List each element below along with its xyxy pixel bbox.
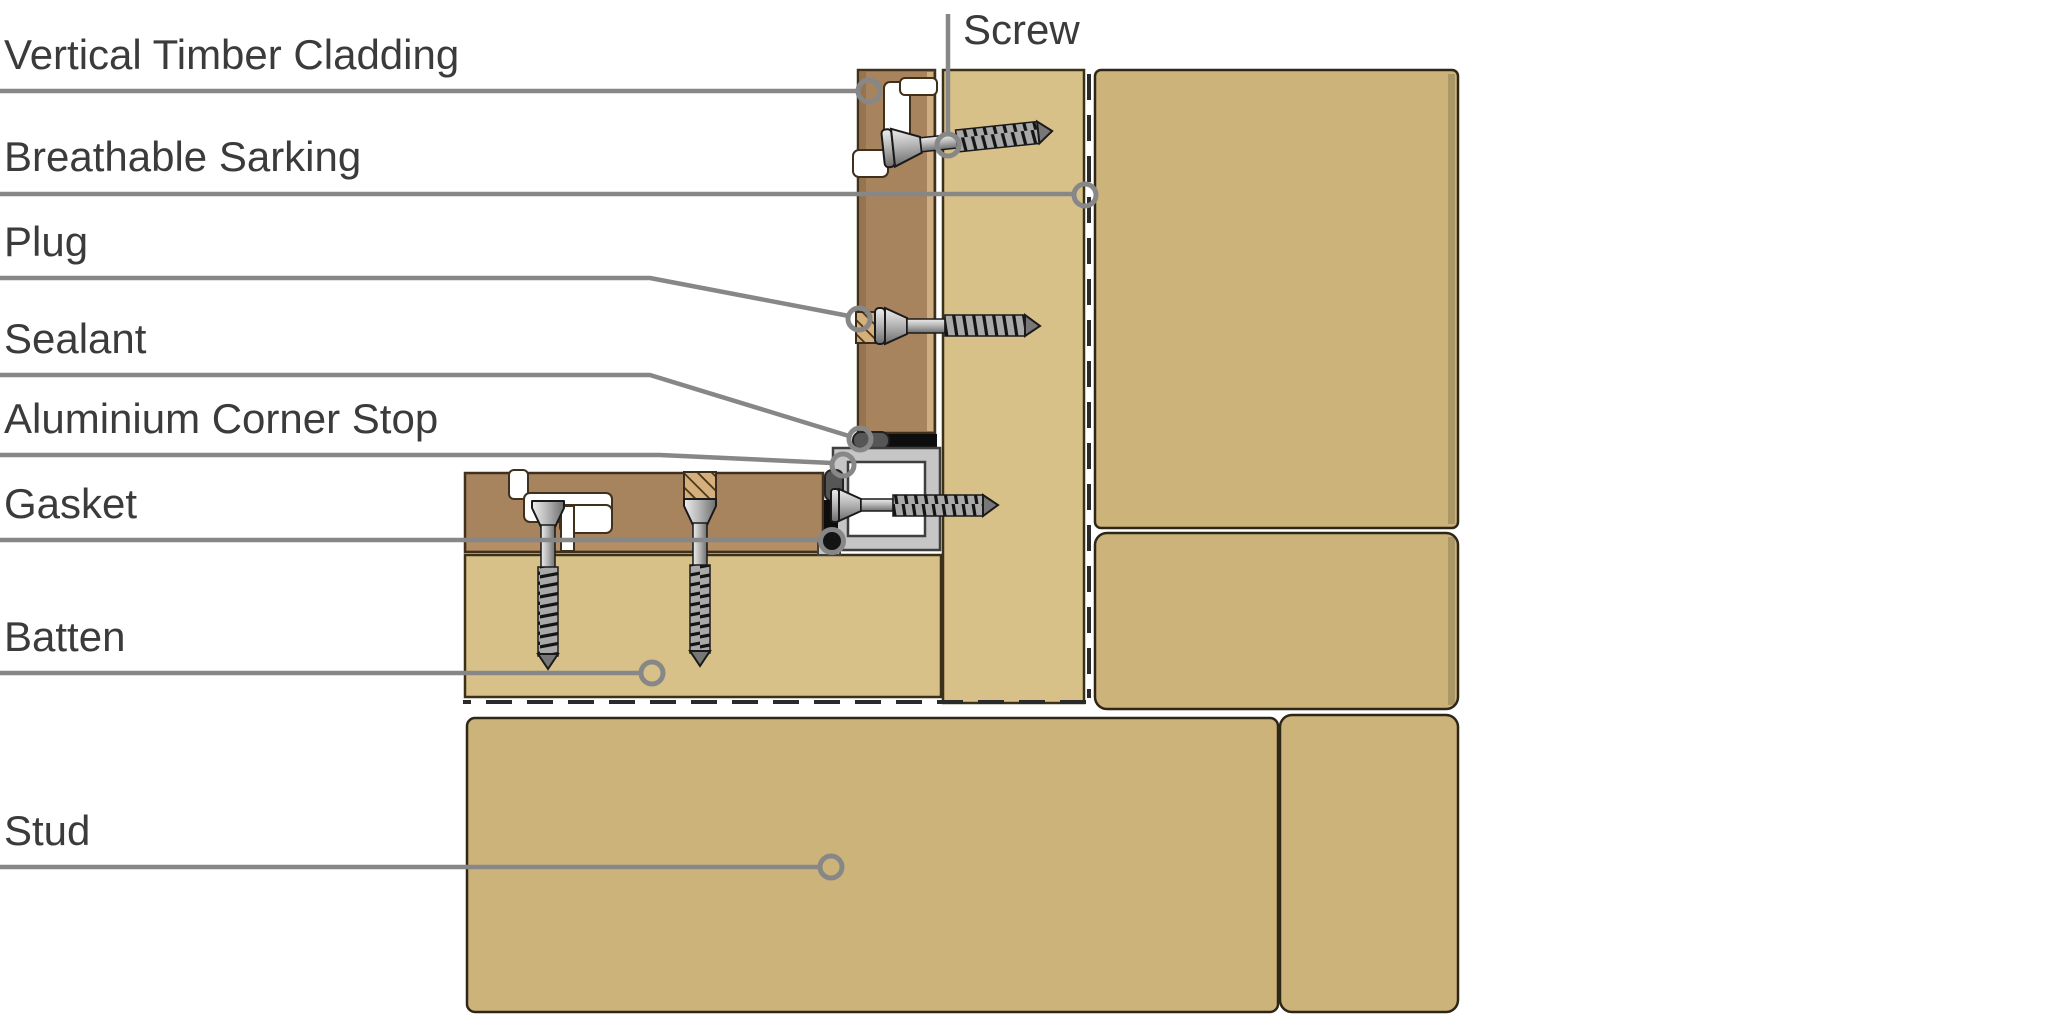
leader-dot-breathable-sarking: [1071, 181, 1099, 209]
cladding-joint-gap: [899, 77, 938, 96]
gasket-bead: [822, 531, 842, 551]
screw-batten-1: [531, 500, 565, 671]
block-shadow-edge: [1448, 74, 1455, 524]
leader-dot-vertical-timber-cladding: [855, 77, 883, 105]
leader-dot-gasket: [818, 527, 846, 555]
leader-dot-screw: [934, 131, 962, 159]
screw-batten-2: [683, 498, 717, 668]
framing-block-middle: [1093, 531, 1460, 711]
framing-block-top: [1093, 68, 1460, 530]
timber-plug-2: [683, 471, 717, 501]
plug-and-screw-batten-2: [683, 471, 717, 668]
label-sealant: Sealant: [4, 315, 147, 362]
labels: Vertical Timber Cladding Breathable Sark…: [4, 6, 1080, 854]
label-stud: Stud: [4, 807, 90, 854]
vertical-batten: [941, 68, 1086, 705]
board-joint-gap: [560, 505, 575, 552]
screw-corner-stop: [830, 487, 1000, 523]
block-shadow-edge: [1448, 537, 1455, 705]
leader-lines: [0, 14, 1099, 881]
leader-aluminium-corner-stop: [0, 452, 833, 466]
breathable-sarking-membrane: [463, 74, 1091, 704]
plug-and-screw-mid: [855, 306, 1042, 346]
leader-dot-stud: [817, 853, 845, 881]
label-vertical-timber-cladding: Vertical Timber Cladding: [4, 31, 459, 78]
label-aluminium-corner-stop: Aluminium Corner Stop: [4, 395, 438, 442]
leader-sealant: [0, 372, 850, 439]
label-screw: Screw: [963, 6, 1080, 53]
board-light-edge: [467, 541, 821, 550]
screw-mid: [874, 306, 1042, 346]
label-plug: Plug: [4, 218, 88, 265]
leader-plug: [0, 275, 850, 319]
leader-dot-aluminium-corner-stop: [829, 451, 857, 479]
framing-block-bottom-right: [1278, 713, 1460, 1014]
board-slot: [508, 469, 529, 500]
label-breathable-sarking: Breathable Sarking: [4, 133, 361, 180]
label-batten: Batten: [4, 613, 125, 660]
leader-dot-plug: [845, 305, 873, 333]
vertical-cladding-board: [856, 68, 937, 435]
cladding-light-edge: [927, 72, 933, 431]
cladding-shade-edge: [860, 72, 866, 431]
leader-dot-batten: [638, 659, 666, 687]
label-gasket: Gasket: [4, 480, 137, 527]
leader-dot-sealant: [846, 425, 874, 453]
